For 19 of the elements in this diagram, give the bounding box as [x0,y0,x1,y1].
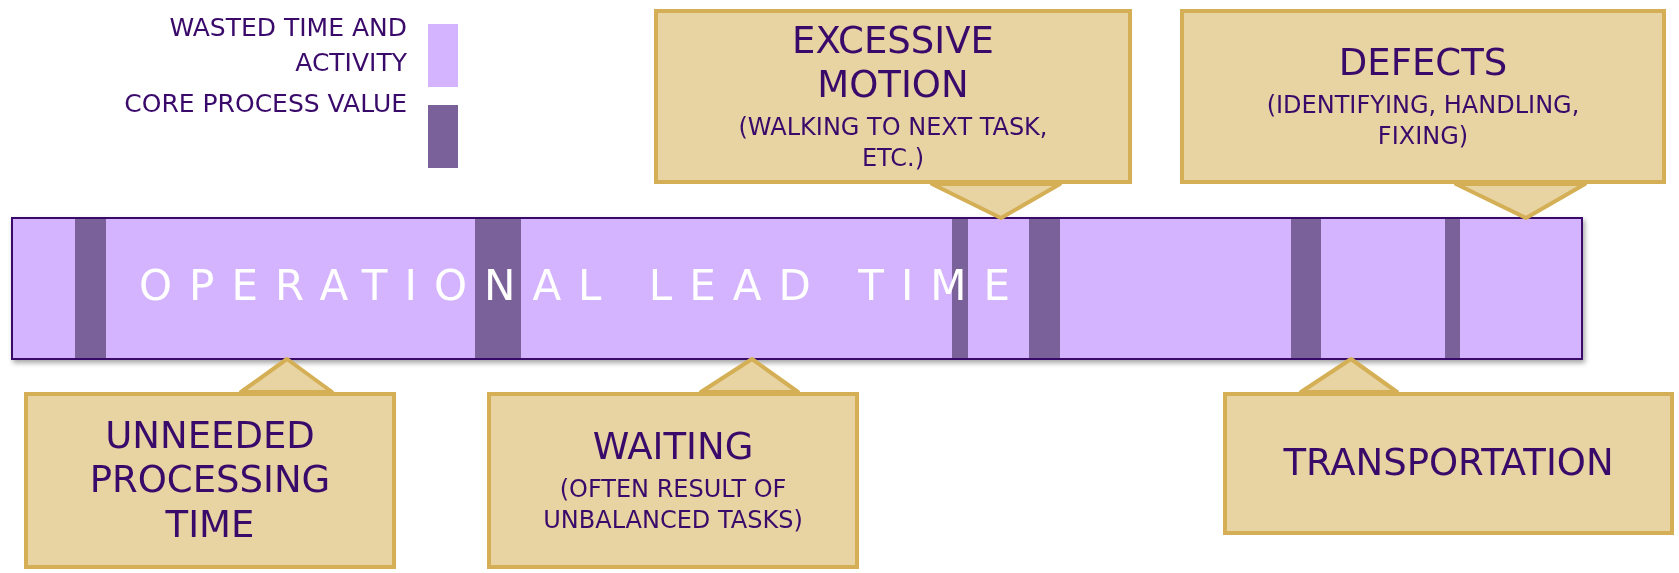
callout-heading: UNNEEDED PROCESSING TIME [88,413,332,548]
callout-pointer [239,357,334,394]
callout-pointer [699,357,800,394]
callout-heading: TRANSPORTATION [1283,441,1614,486]
value-segment [1029,219,1060,358]
callout-pointer [1454,182,1587,220]
callout-pointer [930,182,1062,220]
callout-heading: EXCESSIVE MOTION [791,18,995,108]
callout-heading: DEFECTS [1338,41,1508,86]
callout-note: (OFTEN RESULT OF UNBALANCED TASKS) [542,473,804,536]
callout-note: (IDENTIFYING, HANDLING, FIXING) [1265,89,1581,152]
callout-note: (WALKING TO NEXT TASK, ETC.) [737,111,1049,174]
value-segment [1445,219,1460,358]
callout-pointer [1299,357,1399,394]
callout-heading: WAITING [592,425,754,470]
value-segment [75,219,106,358]
value-segment [1291,219,1321,358]
legend-label: WASTED TIME AND ACTIVITY [168,12,407,79]
legend-label: CORE PROCESS VALUE [123,88,407,120]
